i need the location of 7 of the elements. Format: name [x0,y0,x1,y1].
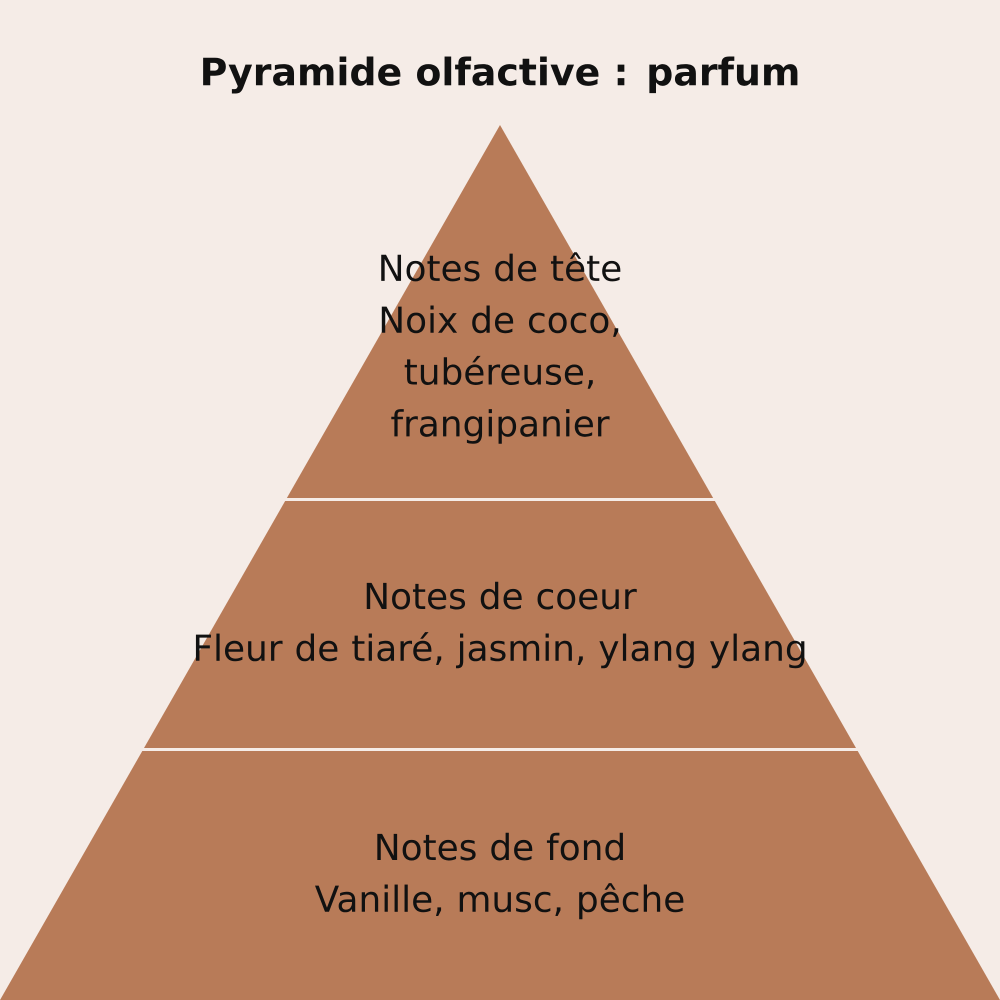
tier-heading: Notes de fond [377,832,623,860]
pyramid-tier [286,125,714,498]
title: Pyramide olfactive : parfum [203,56,798,94]
pyramid-tier [144,501,856,748]
tier-heading: Notes de coeur [366,582,637,610]
pyramid-tier [0,751,1000,1000]
tier-notes: Vanille, musc, pêche [315,883,684,920]
